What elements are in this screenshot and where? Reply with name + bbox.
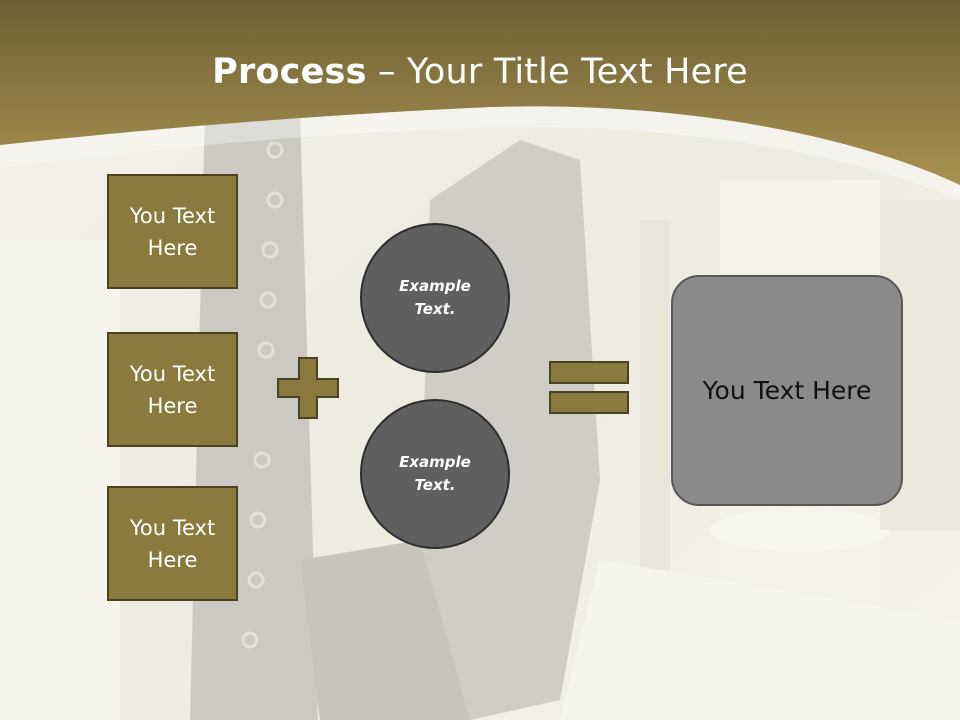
input-box-label: You Text Here: [129, 203, 216, 260]
example-circle-2: Example Text.: [360, 399, 510, 549]
input-box-label: You Text Here: [129, 361, 216, 418]
result-label: You Text Here: [702, 376, 872, 405]
result-box: You Text Here: [671, 275, 903, 506]
input-box-2: You Text Here: [107, 332, 238, 447]
title-bold: Process: [212, 52, 367, 92]
header-band: [0, 0, 960, 200]
plus-icon: [277, 357, 339, 419]
input-box-3: You Text Here: [107, 486, 238, 601]
equals-icon: [549, 361, 629, 414]
title-rest: – Your Title Text Here: [366, 52, 748, 92]
slide-title: Process – Your Title Text Here: [0, 52, 960, 92]
input-box-label: You Text Here: [129, 515, 216, 572]
circle-label: Example Text.: [399, 277, 471, 318]
input-box-1: You Text Here: [107, 174, 238, 289]
example-circle-1: Example Text.: [360, 223, 510, 373]
circle-label: Example Text.: [399, 453, 471, 494]
